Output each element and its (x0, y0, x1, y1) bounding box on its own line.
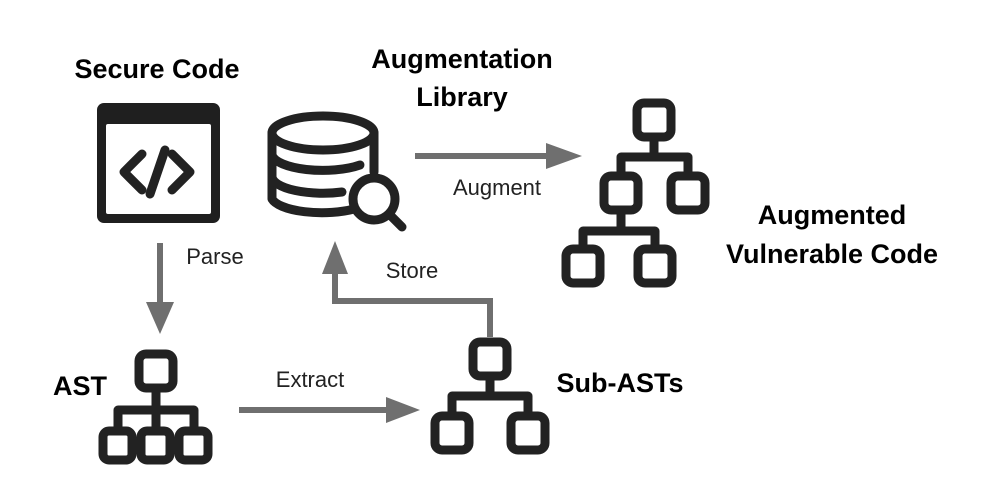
augment-label: Augment (453, 175, 541, 200)
sub-asts-tree-icon (435, 342, 545, 450)
ast-tree-icon (98, 349, 213, 465)
augmented-label-line1: Augmented (758, 200, 907, 230)
extract-label: Extract (276, 367, 344, 392)
ast-label: AST (53, 371, 108, 401)
extract-arrow (239, 397, 420, 423)
parse-arrow (146, 243, 174, 334)
augmentation-library-label-line1: Augmentation (371, 44, 553, 74)
store-label: Store (386, 258, 439, 283)
sub-asts-label: Sub-ASTs (557, 368, 684, 398)
augmented-tree-icon (561, 98, 710, 288)
augment-arrow (415, 143, 582, 169)
parse-label: Parse (186, 244, 243, 269)
store-arrow (322, 241, 493, 337)
augmented-label-line2: Vulnerable Code (726, 239, 938, 269)
code-window-icon (97, 103, 220, 223)
augmentation-library-label-line2: Library (416, 82, 508, 112)
database-search-icon (267, 111, 407, 232)
secure-code-label: Secure Code (74, 54, 239, 84)
